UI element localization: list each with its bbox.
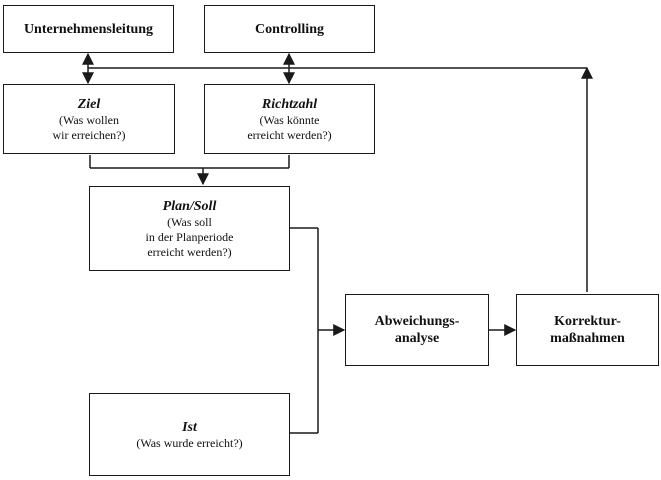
ist-title: Ist [182,419,197,435]
richtzahl-line-2: erreicht werden?) [247,127,332,142]
controlling-title: Controlling [255,21,324,37]
ziel-line-2: wir erreichen?) [52,127,126,142]
box-plan-soll: Plan/Soll (Was soll in der Planperiode e… [89,186,290,271]
ziel-title: Ziel [77,96,101,112]
korrekturmassnahmen-line-1: Korrektur- [554,314,621,329]
abweichungsanalyse-line-2: analyse [394,331,440,346]
box-ist: Ist (Was wurde erreicht?) [89,393,290,476]
korrekturmassnahmen-line-2: maßnahmen [550,331,625,346]
richtzahl-title: Richtzahl [261,96,318,112]
ziel-line-1: (Was wollen [58,112,120,127]
ist-line-1: (Was wurde erreicht?) [136,435,243,450]
box-korrekturmassnahmen: Korrektur- maßnahmen [516,294,659,366]
unternehmensleitung-title: Unternehmensleitung [23,21,154,37]
plan-soll-line-3: erreicht werden?) [147,244,232,259]
plan-soll-line-1: (Was soll [167,214,212,229]
box-controlling: Controlling [204,5,375,53]
richtzahl-line-1: (Was könnte [259,112,320,127]
box-richtzahl: Richtzahl (Was könnte erreicht werden?) [204,84,375,154]
abweichungsanalyse-line-1: Abweichungs- [374,314,460,329]
plan-soll-title: Plan/Soll [162,198,217,214]
box-abweichungsanalyse: Abweichungs- analyse [345,294,489,366]
box-ziel: Ziel (Was wollen wir erreichen?) [3,84,175,154]
plan-soll-line-2: in der Planperiode [145,229,234,244]
box-unternehmensleitung: Unternehmensleitung [3,5,174,53]
